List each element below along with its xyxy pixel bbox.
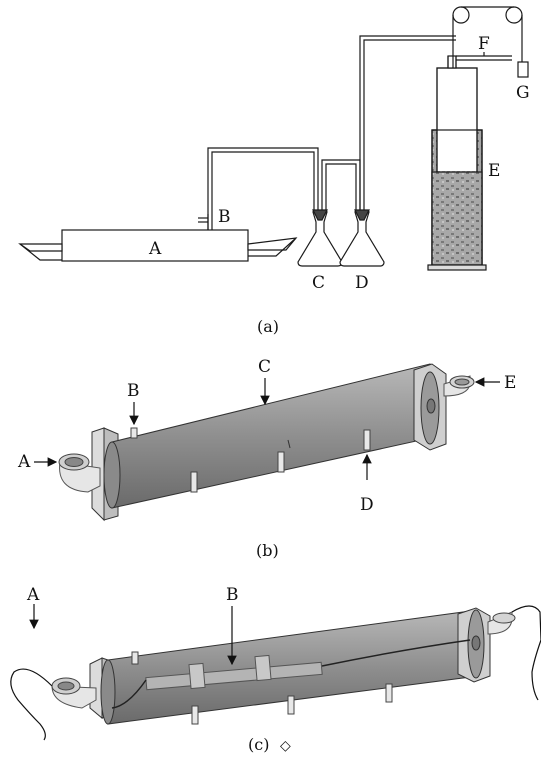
label-a-flask-c: C [312,273,325,293]
panel-a [18,6,529,271]
label-b-lower-port: D [360,495,374,515]
panel-b [34,363,500,522]
panel-c-labels: A B (c) ◇ [26,585,291,754]
label-c-wire: A [26,585,40,605]
caption-c-symbol: ◇ [280,738,291,754]
caption-b: (b) [256,541,279,560]
caption-c: (c) [248,735,269,754]
label-b-outlet: E [504,373,516,393]
panel-a-labels: A B C D E F G (a) [148,34,530,336]
label-b-tube: C [258,357,271,377]
caption-a: (a) [257,317,279,336]
label-b-port: B [127,381,140,401]
label-a-weight: G [516,83,530,103]
gas-holder-e [427,55,487,271]
pulley-system [452,6,529,78]
panel-c [10,604,541,741]
label-a-flask-d: D [355,273,369,293]
flask-c [297,209,343,267]
label-b-inlet: A [17,452,31,472]
label-a-gas-holder: E [488,161,500,181]
label-a-outlet: F [478,34,490,54]
reactor-a [18,229,298,262]
label-a-reactor: A [148,239,162,259]
label-a-port: B [218,207,231,227]
flask-d [339,209,385,267]
label-c-assembly: B [226,585,239,605]
panel-b-labels: A B C D E (b) [17,357,516,560]
